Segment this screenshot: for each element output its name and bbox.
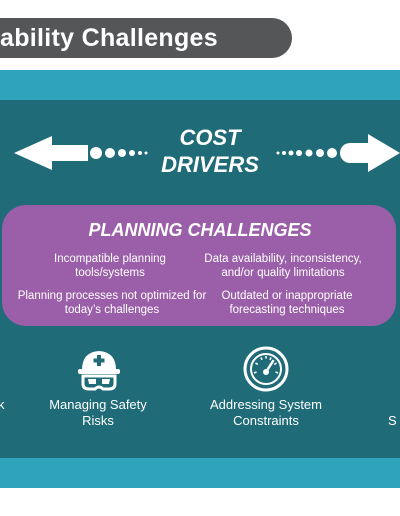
hardhat-goggles-icon — [78, 351, 120, 391]
drivers-line: DRIVERS — [161, 152, 259, 177]
challenge-item: Incompatible planning tools/systems — [54, 253, 166, 279]
cost-drivers-label: COST DRIVERS — [150, 124, 270, 178]
challenge-item: Outdated or inappropriate forecasting te… — [221, 290, 353, 316]
title-pill — [0, 18, 292, 58]
planning-challenges-title: PLANNING CHALLENGES — [88, 220, 312, 240]
left-dots — [90, 147, 148, 159]
speedometer-gauge-icon — [243, 346, 289, 392]
challenge-item: Data availability, inconsistency, and/or… — [204, 253, 362, 279]
cost-line: COST — [179, 125, 241, 150]
addressing-system-constraints-label: Addressing System Constraints — [210, 397, 322, 428]
managing-safety-risks-label: Managing Safety Risks — [49, 397, 147, 428]
cost-drivers-arrow — [14, 134, 400, 172]
right-dots — [276, 148, 337, 158]
edge-label-left: k — [0, 397, 5, 412]
left-arrow-icon — [14, 136, 88, 170]
edge-label-right: S — [388, 413, 397, 428]
page-title: ability Challenges — [0, 24, 218, 52]
panel-top-band — [0, 70, 400, 100]
panel-bottom-band — [0, 458, 400, 488]
planning-challenges-box — [2, 205, 396, 326]
challenge-item: Planning processes not optimized for tod… — [17, 290, 207, 316]
right-arrow-icon — [340, 134, 400, 172]
